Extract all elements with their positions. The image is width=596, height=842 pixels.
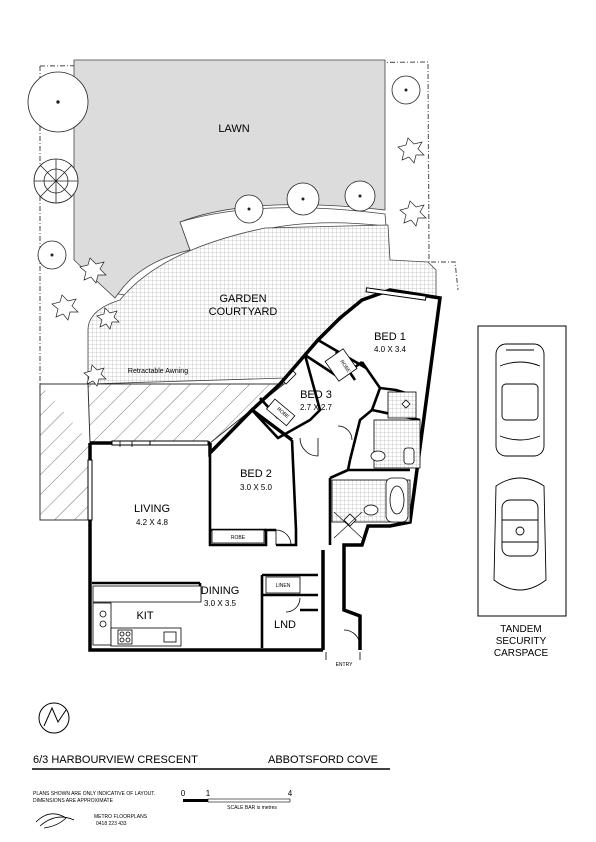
doors [119, 369, 361, 647]
car-top [495, 343, 545, 457]
bed3-label: BED 3 [300, 389, 332, 401]
scale-note: SCALE BAR is metres [227, 805, 277, 811]
garden-label-2: COURTYARD [209, 306, 278, 318]
disclaimer-1: PLANS SHOWN ARE ONLY INDICATIVE OF LAYOU… [33, 791, 155, 797]
bed2-label: BED 2 [240, 468, 272, 480]
robe-boxes [211, 348, 358, 594]
carspace-label-2: SECURITY [496, 636, 547, 647]
lawn-label: LAWN [218, 123, 249, 135]
carspace-label-1: TANDEM [500, 624, 541, 635]
car-bottom [493, 477, 547, 591]
company-logo [35, 813, 75, 829]
robe-label-bed2: ROBE [231, 535, 246, 541]
north-arrow [38, 702, 70, 734]
scale-four: 4 [288, 789, 293, 798]
awning-label: Retractable Awning [128, 368, 188, 375]
entry-label: ENTRY [336, 662, 354, 668]
trees [27, 71, 421, 270]
suburb: ABBOTSFORD COVE [268, 754, 378, 766]
awning-area [39, 383, 286, 521]
living-dimensions: 4.2 X 4.8 [136, 518, 169, 527]
linen-label: LINEN [276, 583, 291, 589]
address: 6/3 HARBOURVIEW CRESCENT [33, 754, 198, 766]
shrubs [51, 137, 427, 387]
garden-label-1: GARDEN [219, 293, 266, 305]
bed1-dimensions: 4.0 X 3.4 [374, 345, 407, 354]
lnd-label: LND [274, 619, 296, 631]
dining-label: DINING [201, 585, 240, 597]
garden-courtyard-paving [87, 224, 437, 385]
bed3-dimensions: 2.7 X 2.7 [300, 403, 333, 412]
company-phone: 0418 223 433 [96, 821, 127, 827]
bathroom-fixtures [331, 391, 421, 539]
bed2-dimensions: 3.0 X 5.0 [240, 483, 273, 492]
entry-marker [325, 652, 361, 660]
windows [87, 287, 427, 521]
kit-label: KIT [136, 610, 153, 622]
company-name: METRO FLOORPLANS [94, 814, 148, 820]
living-label: LIVING [134, 503, 170, 515]
kitchen-bench [92, 585, 202, 647]
carspace-label-3: CARSPACE [494, 648, 549, 659]
scale-zero: 0 [181, 789, 186, 798]
scale-bar: 0 1 4 SCALE BAR is metres [181, 789, 293, 811]
dining-dimensions: 3.0 X 3.5 [204, 599, 237, 608]
bed1-label: BED 1 [374, 331, 406, 343]
disclaimer-2: DIMENSIONS ARE APPROXIMATE [33, 798, 114, 804]
scale-one: 1 [206, 789, 211, 798]
